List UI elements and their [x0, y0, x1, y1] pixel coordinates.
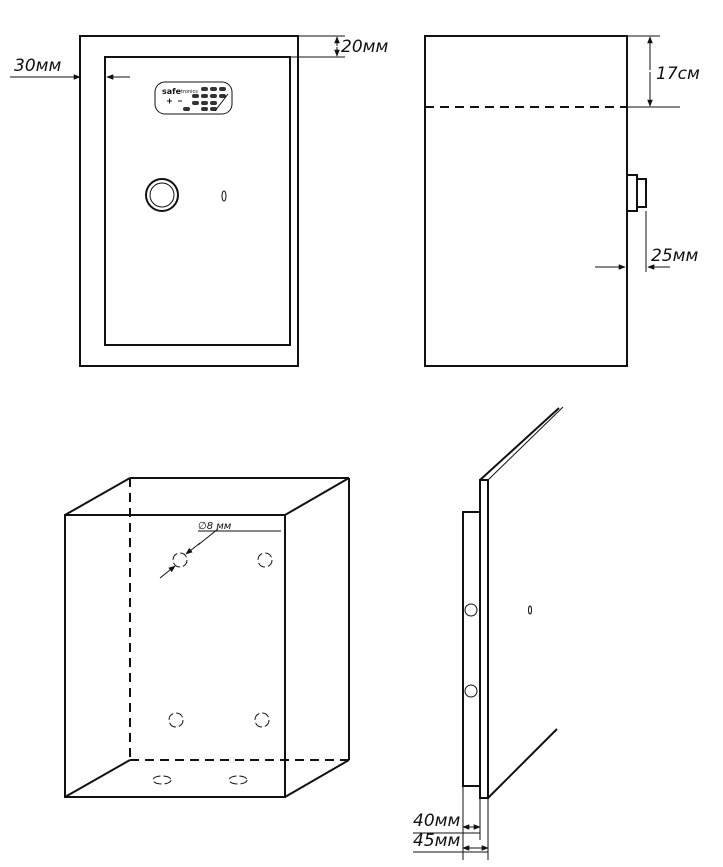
dim-front-side-margin: 30мм	[14, 56, 61, 76]
handle-knob-outer	[145, 178, 179, 212]
front-body-outline	[79, 35, 299, 367]
keypad-outline	[154, 81, 233, 115]
mounting-hole	[168, 712, 184, 728]
keypad-brand-light: tronics	[181, 89, 198, 95]
dim-front-top-margin: 20мм	[341, 37, 388, 57]
door-panel-edge	[479, 479, 489, 799]
mounting-hole	[254, 712, 270, 728]
dim-door-thickness-outer: 45мм	[413, 831, 460, 851]
door-open-view: 40мм 45мм	[413, 406, 564, 860]
keypad-brand-bold: safe	[162, 87, 182, 96]
handle-knob-inner	[149, 182, 175, 208]
dim-hole-diameter: ∅8 мм	[198, 521, 232, 532]
dim-side-top-depth: 17см	[656, 64, 700, 84]
box-perspective-view: ∅8 мм	[64, 477, 350, 798]
bolt-hole	[464, 684, 478, 698]
front-door-outline	[104, 56, 291, 346]
mounting-holes	[152, 552, 273, 785]
mounting-hole	[228, 775, 248, 785]
dim-handle-offset: 25мм	[651, 246, 698, 266]
keypad-buttons	[183, 87, 226, 111]
dim-door-thickness-inner: 40мм	[413, 811, 460, 831]
side-view: 17см 25мм	[424, 35, 700, 367]
bolt-hole	[464, 603, 478, 617]
side-handle-knob	[636, 178, 647, 208]
door-frame-edge	[462, 511, 481, 787]
side-body-outline	[424, 35, 628, 367]
box-front-face	[64, 514, 286, 798]
mounting-hole	[152, 775, 172, 785]
front-view: safe tronics 30мм 20мм	[10, 35, 388, 367]
door-key-hole	[528, 605, 532, 615]
side-handle-base	[626, 174, 638, 212]
keypad-panel: safe tronics	[154, 81, 233, 115]
mounting-hole	[257, 552, 273, 568]
mounting-hole	[172, 552, 188, 568]
key-hole	[221, 190, 227, 202]
